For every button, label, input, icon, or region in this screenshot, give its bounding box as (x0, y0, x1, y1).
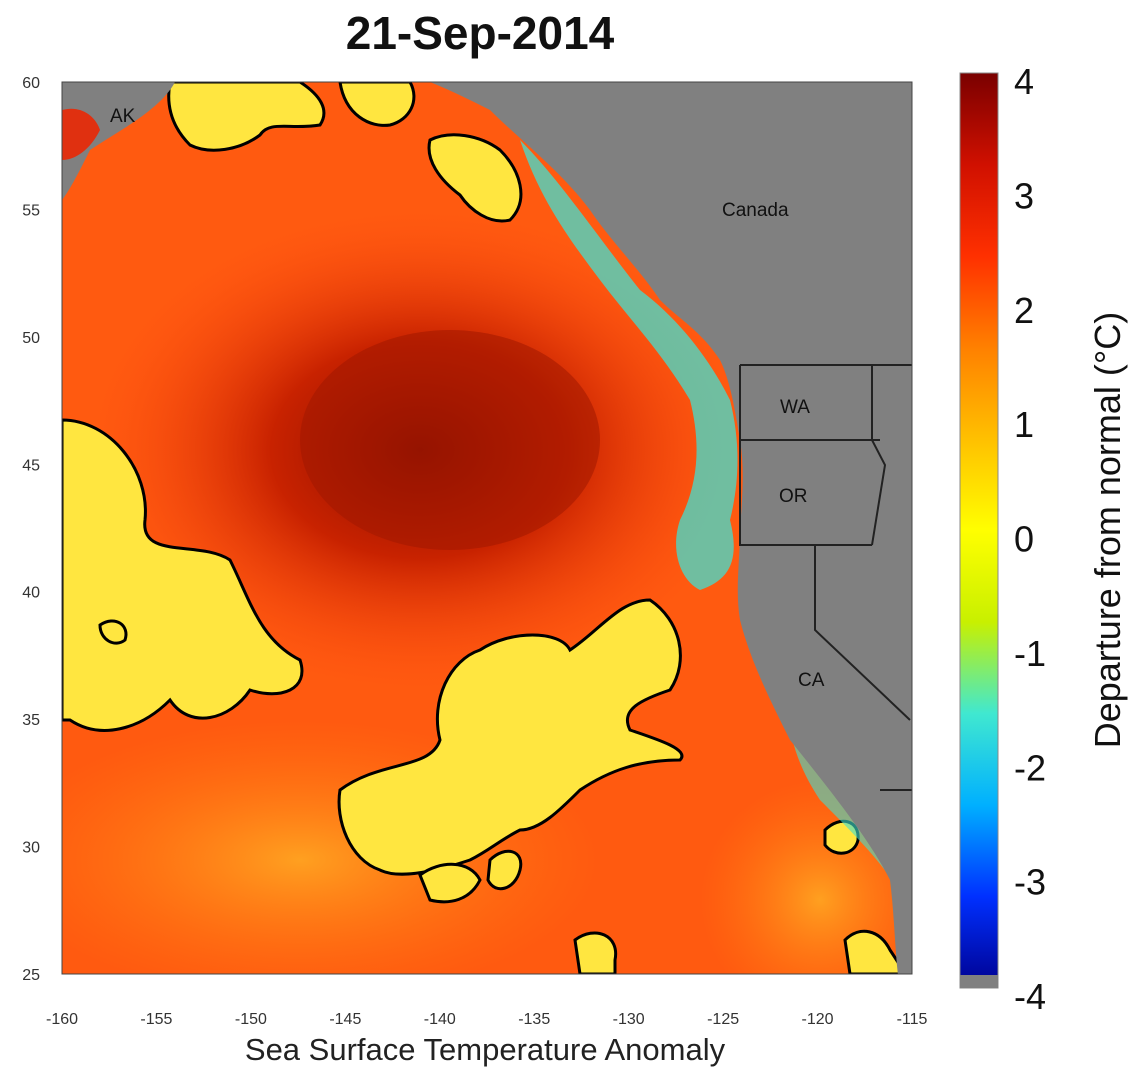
colorbar-tick-label: -4 (1014, 976, 1046, 1017)
x-tick-label: -125 (707, 1011, 739, 1028)
place-label-or: OR (779, 486, 808, 507)
x-tick-label: -120 (802, 1011, 834, 1028)
warm-region-central (337, 598, 684, 876)
place-label-canada: Canada (722, 200, 789, 221)
hottest-center (300, 330, 600, 550)
colorbar (959, 72, 999, 989)
warm-region-north (338, 82, 416, 127)
colorbar-tick-label: -1 (1014, 633, 1046, 674)
colorbar-land-swatch (960, 975, 998, 988)
x-axis-label: Sea Surface Temperature Anomaly (244, 1032, 726, 1067)
y-tick-label: 25 (22, 967, 40, 984)
warm-region-islet (98, 619, 128, 645)
y-tick-label: 60 (22, 75, 40, 92)
x-tick-label: -150 (235, 1011, 267, 1028)
warm-region-small-2 (486, 849, 523, 891)
x-tick-label: -115 (897, 1011, 928, 1028)
colorbar-tick-label: -3 (1014, 862, 1046, 903)
coastal-upwelling (520, 140, 738, 590)
place-label-wa: WA (780, 397, 810, 418)
colorbar-tick-label: -2 (1014, 747, 1046, 788)
warm-region-bc-coast (427, 133, 523, 223)
y-tick-label: 50 (22, 330, 40, 347)
x-tick-label: -140 (424, 1011, 456, 1028)
x-tick-label: -135 (518, 1011, 550, 1028)
state-borders (739, 364, 912, 791)
x-tick-label: -145 (329, 1011, 361, 1028)
alaska-land (62, 82, 175, 200)
x-tick-label: -155 (140, 1011, 172, 1028)
alaska-warm-inlet (62, 108, 100, 160)
place-label-ak: AK (110, 106, 136, 127)
warm-region-gulf-alaska (167, 82, 326, 152)
colorbar-tick-label: 3 (1014, 175, 1034, 216)
colorbar-ticks: 4 3 2 1 0 -1 -2 -3 -4 (1014, 61, 1046, 1017)
warm-region-south (573, 931, 618, 974)
x-tick-label: -160 (46, 1011, 78, 1028)
y-tick-label: 40 (22, 585, 40, 602)
colorbar-tick-label: 0 (1014, 519, 1034, 560)
colorbar-tick-label: 1 (1014, 404, 1034, 445)
warm-region-small-1 (418, 862, 482, 904)
y-tick-label: 30 (22, 840, 40, 857)
y-tick-label: 55 (22, 202, 40, 219)
north-america-land (430, 82, 912, 974)
y-tick-label: 35 (22, 712, 40, 729)
colorbar-tick-label: 4 (1014, 61, 1034, 102)
warm-region-west (62, 418, 304, 732)
place-label-ca: CA (798, 670, 825, 691)
y-tick-label: 45 (22, 457, 40, 474)
x-tick-label: -130 (613, 1011, 645, 1028)
colorbar-tick-label: 2 (1014, 290, 1034, 331)
map-title: 21-Sep-2014 (345, 7, 615, 59)
plot-frame (61, 81, 913, 975)
y-axis-ticks: 60 55 50 45 40 35 30 25 (22, 75, 40, 984)
colorbar-label: Departure from normal (°C) (1087, 312, 1128, 749)
x-axis-ticks: -160 -155 -150 -145 -140 -135 -130 -125 -120 -115 (46, 1011, 928, 1028)
